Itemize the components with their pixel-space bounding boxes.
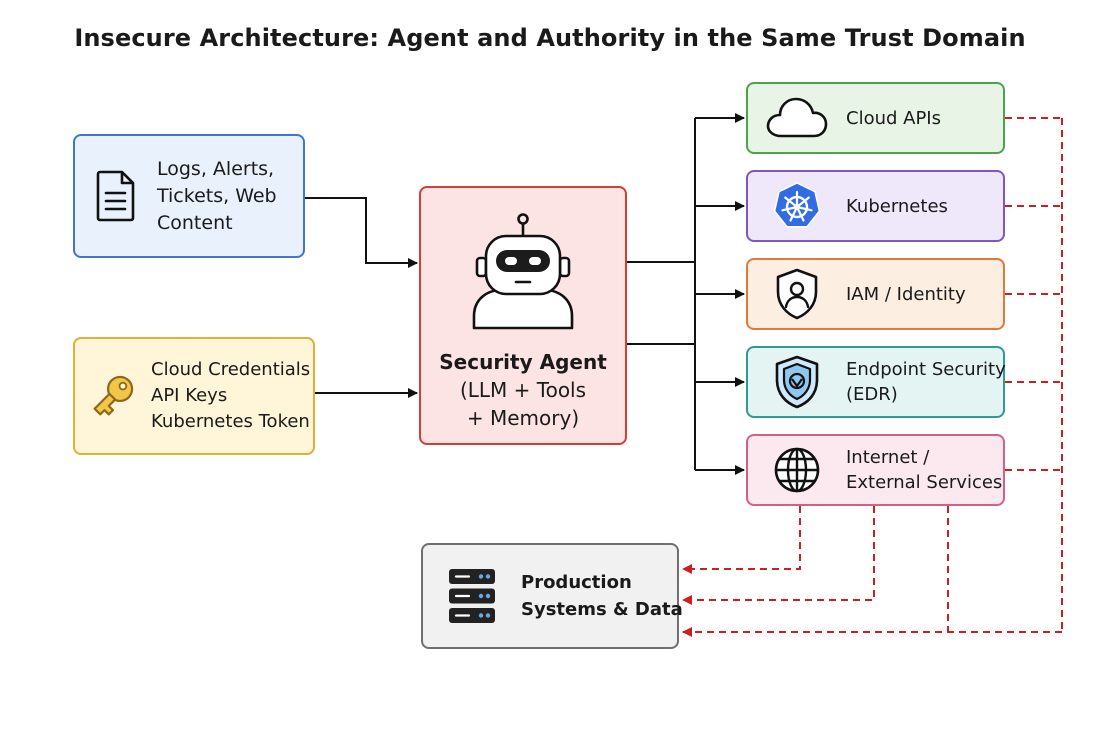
label-line: Cloud APIs — [846, 107, 941, 129]
kubernetes-box: Kubernetes — [746, 170, 1005, 242]
production-systems-box: Production Systems & Data — [421, 543, 683, 649]
server-rack-icon — [423, 567, 521, 625]
label-line: Logs, Alerts, — [157, 157, 275, 180]
label-line: (LLM + Tools — [459, 378, 587, 402]
dashed-net-to-production-1 — [682, 506, 801, 574]
production-systems-label: Production Systems & Data — [521, 569, 683, 623]
robot-icon — [470, 212, 576, 330]
key-icon — [75, 370, 151, 422]
label-line: Production — [521, 572, 632, 593]
label-line: External Services — [846, 472, 1003, 493]
endpoint-shield-icon — [748, 355, 846, 409]
label-line: Tickets, Web — [157, 184, 277, 207]
iam-identity-box: IAM / Identity — [746, 258, 1005, 330]
globe-icon — [748, 445, 846, 495]
label-line: Content — [157, 211, 233, 234]
endpoint-security-label: Endpoint Security (EDR) — [846, 357, 1006, 407]
internet-services-box: Internet / External Services — [746, 434, 1005, 506]
label-line: Kubernetes Token — [151, 411, 310, 432]
label-line: + Memory) — [466, 406, 580, 430]
security-agent-box: Security Agent (LLM + Tools + Memory) — [419, 186, 627, 445]
label-line: IAM / Identity — [846, 283, 966, 305]
endpoint-security-box: Endpoint Security (EDR) — [746, 346, 1006, 418]
connector-data-to-agent — [305, 197, 418, 268]
cloud-icon — [748, 96, 846, 140]
internet-services-label: Internet / External Services — [846, 445, 1002, 495]
label-line: Endpoint Security — [846, 359, 1006, 380]
label-line: Internet / — [846, 447, 930, 468]
label-line: (EDR) — [846, 384, 898, 405]
label-line: API Keys — [151, 385, 228, 406]
document-icon — [75, 170, 157, 222]
page-title: Insecure Architecture: Agent and Authori… — [74, 24, 1026, 52]
cloud-apis-label: Cloud APIs — [846, 106, 941, 131]
kubernetes-icon — [748, 181, 846, 231]
credentials-box: Cloud Credentials API Keys Kubernetes To… — [73, 337, 315, 455]
data-sources-box: Logs, Alerts, Tickets, Web Content — [73, 134, 305, 258]
iam-identity-label: IAM / Identity — [846, 282, 966, 307]
kubernetes-label: Kubernetes — [846, 194, 948, 219]
dashed-net-to-production-2 — [682, 506, 875, 605]
label-line: Systems & Data — [521, 599, 683, 620]
label-line: Cloud Credentials — [151, 359, 311, 380]
identity-shield-icon — [748, 268, 846, 320]
security-agent-label: Security Agent (LLM + Tools + Memory) — [439, 348, 607, 432]
label-line: Security Agent — [439, 350, 607, 374]
label-line: Kubernetes — [846, 195, 948, 217]
credentials-label: Cloud Credentials API Keys Kubernetes To… — [151, 357, 310, 435]
data-sources-label: Logs, Alerts, Tickets, Web Content — [157, 156, 277, 237]
cloud-apis-box: Cloud APIs — [746, 82, 1005, 154]
